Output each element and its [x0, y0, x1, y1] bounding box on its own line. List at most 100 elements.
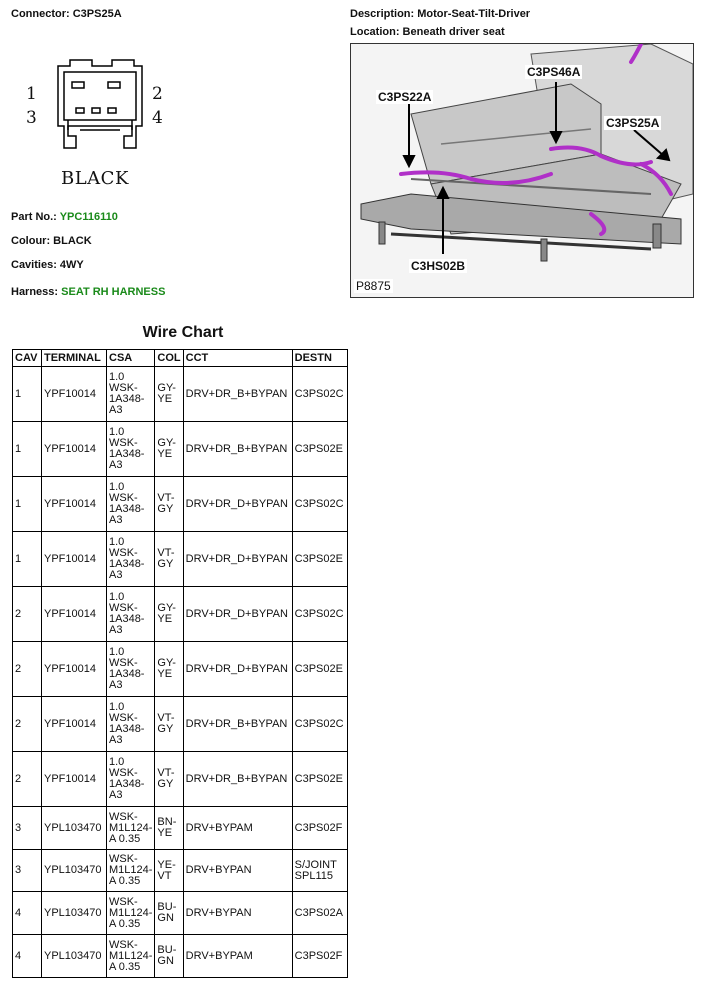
cct-cell: DRV+DR_D+BYPAN — [182, 531, 293, 587]
terminal-cell: YPF10014 — [41, 751, 107, 807]
cct-cell: DRV+BYPAM — [182, 806, 293, 850]
csa-cell-line: WSK- — [109, 437, 138, 449]
csa-cell-line: WSK- — [109, 895, 138, 908]
cav-cell: 1 — [12, 366, 42, 422]
col-cell: GY-YE — [154, 586, 184, 642]
destn-cell-line: SPL115 — [294, 869, 333, 882]
callout-c3ps22a: C3PS22A — [376, 90, 434, 104]
csa-cell: WSK-M1L124-A 0.35 — [105, 806, 156, 850]
terminal-cell: YPF10014 — [41, 476, 107, 532]
col-cell-line: GY- — [157, 602, 176, 614]
col-cell-line: BN- — [157, 816, 177, 828]
table-header-row: CAV TERMINAL CSA COL CCT DESTN — [12, 349, 348, 367]
description-label: Description: Motor-Seat-Tilt-Driver — [350, 8, 531, 20]
cav-cell: 3 — [12, 806, 42, 850]
col-cell-line: YE — [157, 827, 173, 839]
destn-cell-line: C3PS02E — [294, 662, 343, 675]
col-cell-line: YE — [157, 393, 173, 405]
csa-cell-line: A 0.35 — [109, 917, 141, 930]
csa-cell: WSK-M1L124-A 0.35 — [105, 849, 156, 892]
col-cell-line: BU- — [157, 944, 177, 956]
col-cell-line: GY- — [157, 437, 176, 449]
csa-cell-line: 1.0 — [109, 536, 125, 548]
colour-row: Colour: BLACK — [11, 235, 92, 247]
cct-cell: DRV+BYPAN — [182, 891, 293, 935]
destn-cell: C3PS02E — [291, 641, 348, 697]
csa-cell-line: WSK- — [109, 492, 138, 504]
cav-cell: 2 — [12, 586, 42, 642]
harness-value: SEAT RH HARNESS — [61, 286, 166, 298]
destn-cell-line: C3PS02C — [294, 497, 344, 510]
column-header: COL — [154, 349, 184, 367]
destn-cell-line: S/JOINT — [294, 858, 337, 871]
col-cell-line: GY- — [157, 657, 176, 669]
csa-cell-line: 1A348- — [109, 613, 145, 625]
column-header: TERMINAL — [41, 349, 107, 367]
pin-3-label: 3 — [26, 108, 37, 128]
cct-cell: DRV+DR_D+BYPAN — [182, 476, 293, 532]
part-no-label: Part No.: — [11, 211, 57, 223]
csa-cell-line: WSK- — [109, 657, 138, 669]
pin-4-label: 4 — [152, 108, 163, 128]
destn-cell-line: C3PS02C — [294, 607, 344, 620]
cav-cell: 2 — [12, 696, 42, 752]
csa-cell-line: A 0.35 — [109, 875, 141, 887]
part-no-value: YPC116110 — [59, 211, 118, 223]
csa-cell-line: A3 — [109, 404, 123, 416]
col-cell: GY-YE — [154, 366, 184, 422]
csa-cell-line: A3 — [109, 679, 123, 691]
harness-row: Harness: SEAT RH HARNESS — [11, 286, 165, 298]
col-cell: YE-VT — [154, 849, 184, 892]
cct-cell: DRV+DR_B+BYPAN — [182, 421, 293, 477]
destn-cell-line: C3PS02F — [294, 821, 343, 834]
csa-cell-line: 1.0 — [109, 646, 125, 658]
csa-cell: WSK-M1L124-A 0.35 — [105, 934, 156, 978]
col-cell-line: GN — [157, 912, 174, 924]
csa-cell-line: 1.0 — [109, 591, 125, 603]
destn-cell: C3PS02C — [291, 696, 348, 752]
pin-2-label: 2 — [152, 84, 163, 104]
csa-cell-line: WSK- — [109, 712, 138, 724]
csa-cell-line: 1.0 — [109, 756, 125, 768]
csa-cell-line: 1A348- — [109, 558, 145, 570]
csa-cell-line: 1A348- — [109, 723, 145, 735]
destn-cell-line: C3PS02E — [294, 552, 343, 565]
callout-c3ps46a: C3PS46A — [525, 65, 583, 79]
cct-cell: DRV+BYPAN — [182, 849, 293, 892]
cav-cell: 4 — [12, 934, 42, 978]
wire-chart-title: Wire Chart — [142, 324, 224, 341]
csa-cell-line: WSK- — [109, 382, 138, 394]
cav-cell: 3 — [12, 849, 42, 892]
destn-cell-line: C3PS02C — [294, 387, 344, 400]
destn-cell-line: C3PS02E — [294, 772, 343, 785]
destn-cell: C3PS02E — [291, 421, 348, 477]
csa-cell-line: 1A348- — [109, 503, 145, 515]
csa-cell-line: M1L124- — [109, 864, 153, 876]
pin-1-label: 1 — [26, 84, 37, 104]
column-header: CAV — [12, 349, 42, 367]
cavities-label: Cavities: — [11, 259, 57, 271]
destn-cell-line: C3PS02C — [294, 717, 344, 730]
csa-cell-line: 1.0 — [109, 701, 125, 713]
destn-cell-line: C3PS02E — [294, 442, 343, 455]
csa-cell-line: 1.0 — [109, 426, 125, 438]
colour-value: BLACK — [53, 235, 92, 247]
col-cell-line: GY — [157, 778, 174, 790]
csa-cell-line: M1L124- — [109, 949, 153, 962]
destn-cell: C3PS02E — [291, 531, 348, 587]
terminal-cell: YPF10014 — [41, 696, 107, 752]
csa-cell-line: A 0.35 — [109, 832, 141, 845]
terminal-cell: YPF10014 — [41, 641, 107, 697]
destn-cell: C3PS02C — [291, 366, 348, 422]
